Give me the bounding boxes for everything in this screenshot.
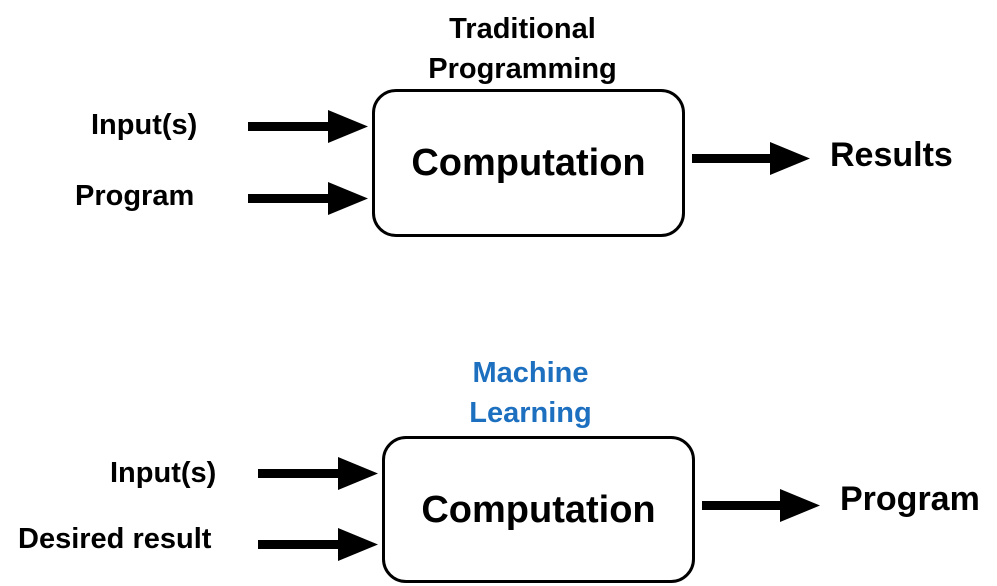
ml-desired-result-label: Desired result: [18, 523, 212, 555]
ml-title-line2: Learning: [469, 397, 592, 429]
ml-title-line1: Machine: [472, 357, 589, 389]
arrow-input-to-computation-ml: [258, 457, 378, 490]
arrow-computation-to-results: [692, 142, 810, 175]
ml-program-output-label: Program: [840, 480, 980, 518]
traditional-title-line2: Programming: [428, 53, 617, 85]
traditional-computation-box: Computation: [372, 89, 685, 237]
traditional-title: Traditional Programming: [405, 9, 640, 89]
traditional-input-label: Input(s): [91, 109, 198, 141]
traditional-results-label: Results: [830, 136, 953, 174]
ml-computation-box: Computation: [382, 436, 695, 583]
ml-title: Machine Learning: [413, 353, 648, 433]
arrow-program-to-computation-traditional: [248, 182, 368, 215]
traditional-computation-label: Computation: [411, 142, 646, 184]
ml-input-label: Input(s): [110, 457, 217, 489]
traditional-title-line1: Traditional: [449, 13, 596, 45]
arrow-computation-to-program: [702, 489, 820, 522]
arrow-input-to-computation-traditional: [248, 110, 368, 143]
arrow-desired-result-to-computation-ml: [258, 528, 378, 561]
ml-computation-label: Computation: [421, 488, 656, 531]
traditional-program-label: Program: [75, 180, 195, 212]
